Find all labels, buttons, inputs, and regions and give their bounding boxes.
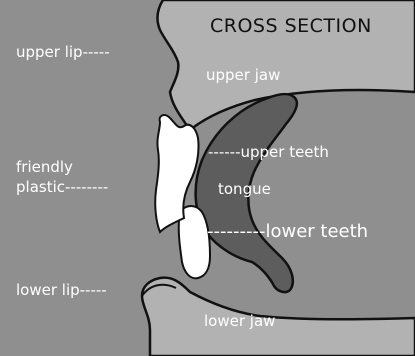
- label-upper-lip: upper lip-----: [16, 45, 110, 60]
- label-lower-teeth: ---------lower teeth: [207, 223, 368, 241]
- label-friendly-plastic-line2: plastic--------: [16, 177, 108, 197]
- label-friendly-plastic: friendly plastic--------: [16, 157, 108, 197]
- label-lower-jaw: lower jaw: [204, 314, 275, 329]
- label-tongue: tongue: [218, 182, 271, 197]
- label-upper-teeth: ------upper teeth: [208, 145, 329, 160]
- diagram-title: CROSS SECTION: [210, 17, 372, 36]
- label-friendly-plastic-line1: friendly: [16, 157, 108, 177]
- label-lower-lip: lower lip-----: [16, 283, 107, 298]
- label-upper-jaw: upper jaw: [206, 68, 280, 83]
